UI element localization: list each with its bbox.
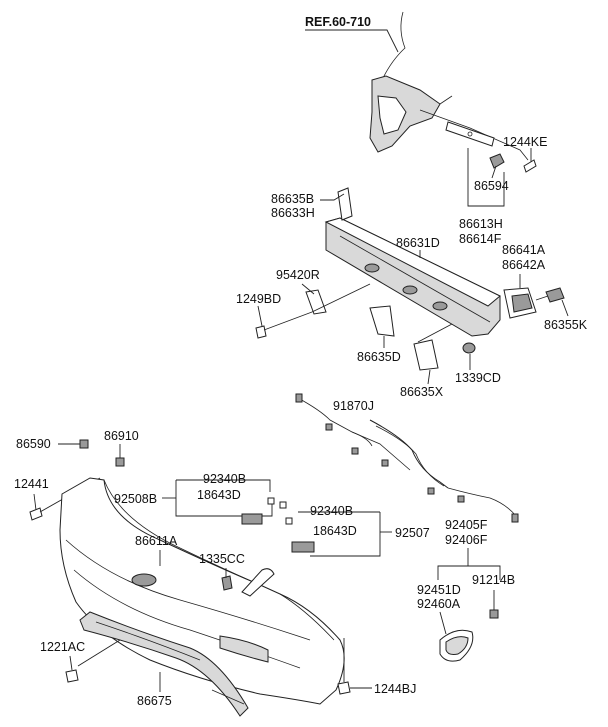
sensor-92508B xyxy=(241,497,287,525)
clip-86910 xyxy=(115,457,125,467)
clip-1335CC xyxy=(221,575,233,591)
label-1244BJ: 1244BJ xyxy=(374,682,416,696)
lower-garnish-86675 xyxy=(79,611,249,717)
label-86611A: 86611A xyxy=(135,534,178,548)
label-18643D-b: 18643D xyxy=(313,524,357,538)
reflector-92405F xyxy=(439,609,499,662)
bumper-beam-86631D xyxy=(324,217,501,337)
label-92508B: 92508B xyxy=(114,492,157,506)
bolt-86355K xyxy=(535,287,565,303)
label-86635D: 86635D xyxy=(357,350,401,364)
label-92507: 92507 xyxy=(395,526,430,540)
label-95420R: 95420R xyxy=(276,268,320,282)
bracket-86641A xyxy=(503,287,537,319)
label-92340B-b: 92340B xyxy=(310,504,353,518)
label-86631D: 86631D xyxy=(396,236,440,250)
label-92406F: 92406F xyxy=(445,533,488,547)
label-12441: 12441 xyxy=(14,477,49,491)
label-86355K: 86355K xyxy=(544,318,588,332)
label-92460A: 92460A xyxy=(417,597,461,611)
label-86635B: 86635B xyxy=(271,192,314,206)
screw-1244KE xyxy=(523,159,537,173)
reference-label: REF.60-710 xyxy=(305,15,371,29)
wiring-harness-91870J xyxy=(295,393,519,523)
bolt-1249BD xyxy=(255,311,313,339)
body-panel-reference xyxy=(369,11,529,161)
clip-86590 xyxy=(79,439,89,449)
bracket-86635X xyxy=(413,339,439,371)
label-91214B: 91214B xyxy=(472,573,515,587)
label-86633H: 86633H xyxy=(271,206,315,220)
label-92405F: 92405F xyxy=(445,518,488,532)
label-86594: 86594 xyxy=(474,179,509,193)
bracket-86635B xyxy=(337,187,353,221)
label-86642A: 86642A xyxy=(502,258,546,272)
label-86613H: 86613H xyxy=(459,217,503,231)
label-86675: 86675 xyxy=(137,694,172,708)
label-91870J: 91870J xyxy=(333,399,374,413)
sensor-92507 xyxy=(285,517,315,553)
label-1221AC: 1221AC xyxy=(40,640,85,654)
label-1335CC: 1335CC xyxy=(199,552,245,566)
bumper-cover-86611A xyxy=(59,477,345,705)
label-92451D: 92451D xyxy=(417,583,461,597)
label-86635X: 86635X xyxy=(400,385,444,399)
label-86641A: 86641A xyxy=(502,243,546,257)
label-1339CD: 1339CD xyxy=(455,371,501,385)
nut-86594 xyxy=(489,153,505,169)
nut-1339CD xyxy=(462,342,476,354)
screw-1221AC xyxy=(65,669,79,683)
reference-leader xyxy=(305,29,399,53)
label-92340B-a: 92340B xyxy=(203,472,246,486)
label-18643D-a: 18643D xyxy=(197,488,241,502)
label-86614F: 86614F xyxy=(459,232,502,246)
screw-1244BJ xyxy=(337,638,351,695)
label-86590: 86590 xyxy=(16,437,51,451)
label-86910: 86910 xyxy=(104,429,139,443)
bracket-86635D xyxy=(369,305,395,337)
label-1249BD: 1249BD xyxy=(236,292,281,306)
label-1244KE: 1244KE xyxy=(503,135,547,149)
screw-12441 xyxy=(29,507,43,521)
